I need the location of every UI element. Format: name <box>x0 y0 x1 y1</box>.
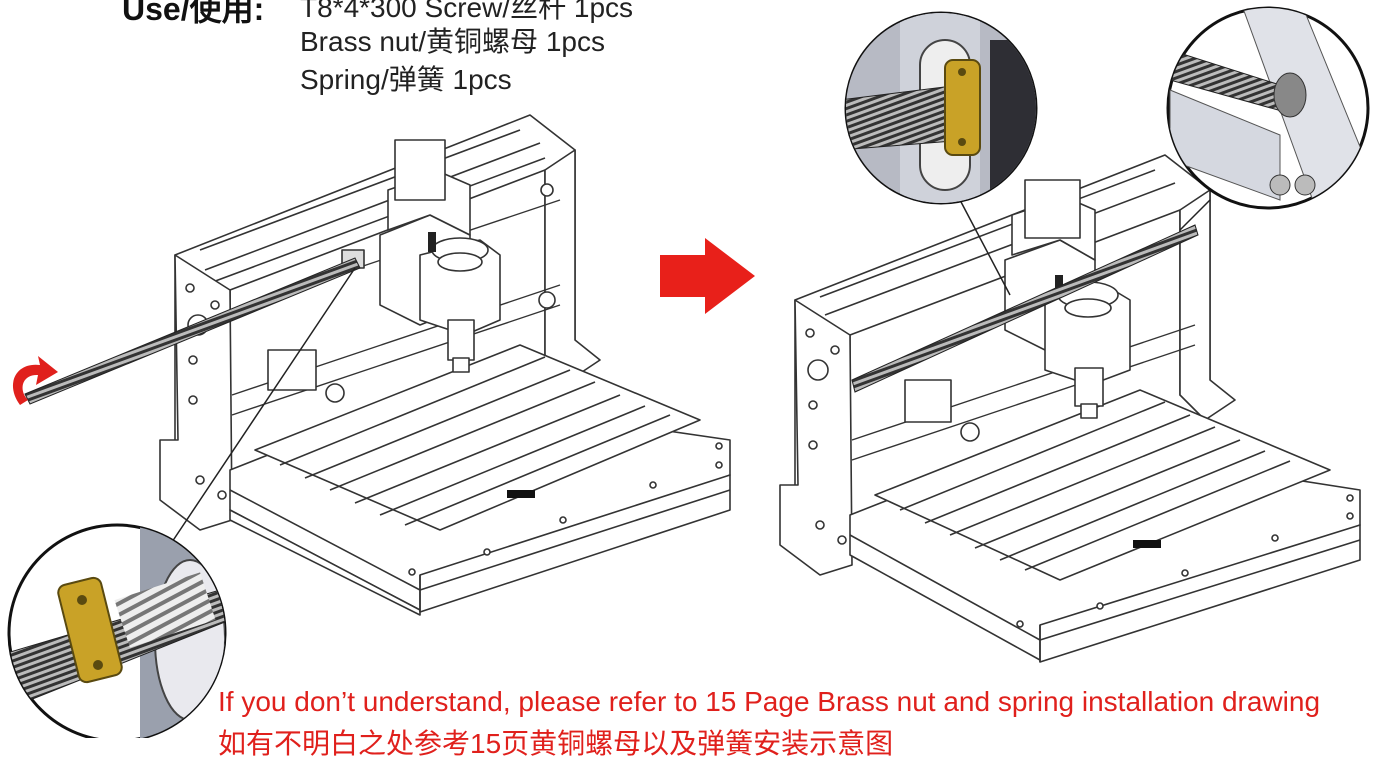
zoom-nut-installed <box>844 11 1038 205</box>
lead-screw <box>24 257 361 405</box>
usage-label: Use/使用: <box>122 0 265 27</box>
note-english: If you don’t understand, please refer to… <box>218 686 1321 717</box>
assembly-illustration <box>7 6 1370 738</box>
note-chinese: 如有不明白之处参考15页黄铜螺母以及弹簧安装示意图 <box>218 728 894 759</box>
part-spring: Spring/弹簧 1pcs <box>300 64 512 95</box>
rotate-arrow-icon <box>12 356 58 405</box>
machine-after <box>779 154 1361 663</box>
lead-screw-installed <box>851 224 1199 393</box>
zoom-brass-nut-spring <box>7 523 227 738</box>
part-screw: T8*4*300 Screw/丝杆 1pcs <box>300 0 634 23</box>
part-brass-nut: Brass nut/黄铜螺母 1pcs <box>300 26 605 57</box>
arrow-right-icon <box>660 238 755 314</box>
callout-line <box>169 267 356 546</box>
machine-before <box>159 114 731 616</box>
